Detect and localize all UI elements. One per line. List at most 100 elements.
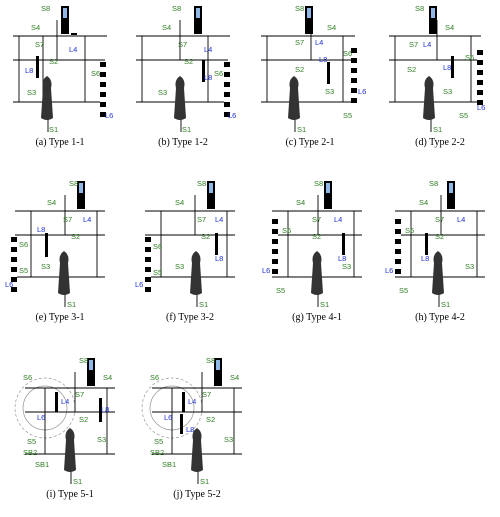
caption: (b) Type 1-2 bbox=[158, 137, 208, 148]
panel-type-5-1: S8 S6 S4 S7 L4 L8 L6 S2 S3 S5 SB2 SB1 S1… bbox=[14, 352, 125, 502]
label-l8: L8 bbox=[186, 425, 194, 434]
label-l6: L6 bbox=[5, 280, 13, 289]
label-s8: S8 bbox=[295, 4, 304, 13]
label-s4: S4 bbox=[296, 198, 305, 207]
panel-type-5-2: S8 S6 S4 S7 L4 L6 S2 L8 S3 S5 SB2 SB1 S1… bbox=[141, 352, 252, 502]
label-l8: L8 bbox=[37, 225, 45, 234]
label-s1: S1 bbox=[67, 300, 76, 309]
label-l8: L8 bbox=[215, 254, 223, 263]
label-s7: S7 bbox=[75, 390, 84, 399]
label-s8: S8 bbox=[429, 179, 438, 188]
label-s2: S2 bbox=[201, 232, 210, 241]
caption: (h) Type 4-2 bbox=[415, 312, 465, 323]
label-s7: S7 bbox=[197, 215, 206, 224]
label-sb2: SB2 bbox=[23, 448, 37, 457]
caption: (g) Type 4-1 bbox=[292, 312, 342, 323]
label-s3: S3 bbox=[325, 87, 334, 96]
label-l6: L6 bbox=[228, 111, 236, 120]
label-s4: S4 bbox=[419, 198, 428, 207]
label-l6: L6 bbox=[37, 413, 45, 422]
label-s2: S2 bbox=[71, 232, 80, 241]
label-l6: L6 bbox=[358, 87, 366, 96]
label-s7: S7 bbox=[63, 215, 72, 224]
label-s5: S5 bbox=[459, 111, 468, 120]
label-s1: S1 bbox=[49, 125, 58, 134]
mechanism-diagram: S8 S4 S7 L4 S6 S2 L8 S3 L6 S5 S1 bbox=[385, 179, 485, 309]
label-s3: S3 bbox=[465, 262, 474, 271]
label-l8: L8 bbox=[25, 66, 33, 75]
panel-type-3-2: S8 S4 S7 L4 S2 L8 S6 S3 S5 L6 S1 (f) Typ… bbox=[135, 175, 245, 325]
label-l6: L6 bbox=[135, 280, 143, 289]
label-l4: L4 bbox=[457, 215, 465, 224]
label-s3: S3 bbox=[342, 262, 351, 271]
panel-type-2-1: S8 S4 S7 L4 S6 L8 S2 S3 L6 S5 S1 (c) Typ… bbox=[255, 0, 366, 150]
label-s1: S1 bbox=[200, 477, 209, 486]
label-s2: S2 bbox=[206, 415, 215, 424]
label-s4: S4 bbox=[230, 373, 239, 382]
label-s8: S8 bbox=[415, 4, 424, 13]
label-s7: S7 bbox=[295, 38, 304, 47]
caption: (j) Type 5-2 bbox=[173, 489, 221, 500]
label-l4: L4 bbox=[83, 215, 91, 224]
caption: (f) Type 3-2 bbox=[166, 312, 214, 323]
label-s3: S3 bbox=[224, 435, 233, 444]
caption: (d) Type 2-2 bbox=[415, 137, 465, 148]
label-s6: S6 bbox=[153, 242, 162, 251]
panel-type-1-2: S8 S4 S7 L4 S2 L8 S6 S3 L6 S1 (b) Type 1… bbox=[128, 0, 238, 150]
label-s6: S6 bbox=[19, 240, 28, 249]
mechanism-diagram: S8 S4 S7 L4 S6 S2 L8 S3 L6 S5 S1 bbox=[262, 179, 362, 309]
label-s6: S6 bbox=[282, 226, 291, 235]
mechanism-diagram: S8 S4 S7 L4 S2 L8 S6 S3 L6 S1 bbox=[13, 4, 113, 134]
label-s8: S8 bbox=[69, 179, 78, 188]
caption: (a) Type 1-1 bbox=[35, 137, 85, 148]
panel-type-3-1: S8 S4 S7 L4 L8 S2 S6 S3 S5 L6 S1 (e) Typ… bbox=[5, 175, 115, 325]
panel-type-4-1: S8 S4 S7 L4 S6 S2 L8 S3 L6 S5 S1 (g) Typ… bbox=[262, 175, 372, 325]
label-l8: L8 bbox=[204, 73, 212, 82]
label-l6: L6 bbox=[105, 111, 113, 120]
label-s5: S5 bbox=[154, 437, 163, 446]
label-s1: S1 bbox=[199, 300, 208, 309]
label-s7: S7 bbox=[202, 390, 211, 399]
label-s8: S8 bbox=[79, 356, 88, 365]
label-sb1: SB1 bbox=[35, 460, 49, 469]
mechanism-diagram: S8 S6 S4 S7 L4 L6 S2 L8 S3 S5 SB2 SB1 S1 bbox=[141, 356, 242, 486]
panel-type-1-1: S8 S4 S7 L4 S2 L8 S6 S3 L6 S1 (a) Type 1… bbox=[5, 0, 115, 150]
label-s5: S5 bbox=[27, 437, 36, 446]
label-s3: S3 bbox=[27, 88, 36, 97]
label-s6: S6 bbox=[91, 69, 100, 78]
label-s1: S1 bbox=[297, 125, 306, 134]
label-l8: L8 bbox=[421, 254, 429, 263]
label-s3: S3 bbox=[158, 88, 167, 97]
label-sb1: SB1 bbox=[162, 460, 176, 469]
label-s2: S2 bbox=[184, 57, 193, 66]
label-s7: S7 bbox=[435, 215, 444, 224]
label-s8: S8 bbox=[206, 356, 215, 365]
label-s1: S1 bbox=[320, 300, 329, 309]
label-l4: L4 bbox=[315, 38, 323, 47]
label-l8: L8 bbox=[101, 405, 109, 414]
mechanism-diagram: S8 S4 S7 L4 S6 L8 S2 S3 L6 S5 S1 bbox=[389, 4, 485, 134]
label-s8: S8 bbox=[41, 4, 50, 13]
label-l6: L6 bbox=[164, 413, 172, 422]
label-s7: S7 bbox=[35, 40, 44, 49]
mechanism-diagram: S8 S6 S4 S7 L4 L8 L6 S2 S3 S5 SB2 SB1 S1 bbox=[14, 356, 115, 486]
mechanism-diagram: S8 S4 S7 L4 L8 S2 S6 S3 S5 L6 S1 bbox=[5, 179, 105, 309]
label-s8: S8 bbox=[314, 179, 323, 188]
label-l6: L6 bbox=[477, 103, 485, 112]
label-s1: S1 bbox=[433, 125, 442, 134]
panel-type-4-2: S8 S4 S7 L4 S6 S2 L8 S3 L6 S5 S1 (h) Typ… bbox=[385, 175, 495, 325]
label-l6: L6 bbox=[262, 266, 270, 275]
label-s3: S3 bbox=[443, 87, 452, 96]
label-s4: S4 bbox=[445, 23, 454, 32]
label-s4: S4 bbox=[103, 373, 112, 382]
caption: (c) Type 2-1 bbox=[285, 137, 335, 148]
label-l4: L4 bbox=[215, 215, 223, 224]
panel-type-2-2: S8 S4 S7 L4 S6 L8 S2 S3 L6 S5 S1 (d) Typ… bbox=[385, 0, 495, 150]
mechanism-diagram: S8 S4 S7 L4 S6 L8 S2 S3 L6 S5 S1 bbox=[261, 4, 366, 134]
label-s4: S4 bbox=[327, 23, 336, 32]
label-s5: S5 bbox=[399, 286, 408, 295]
label-l8: L8 bbox=[443, 63, 451, 72]
label-l4: L4 bbox=[188, 397, 196, 406]
mechanism-diagram: S8 S4 S7 L4 S2 L8 S6 S3 L6 S1 bbox=[136, 4, 236, 134]
